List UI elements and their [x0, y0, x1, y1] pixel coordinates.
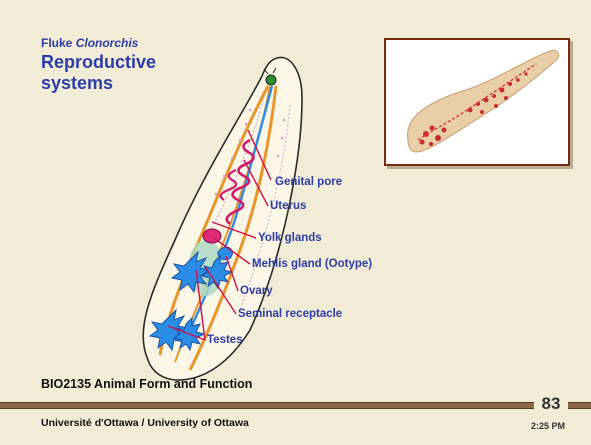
oral-sucker: [266, 75, 276, 85]
label-genital-pore: Genital pore: [275, 176, 342, 188]
page-number: 83: [534, 394, 568, 414]
slide-time: 2:25 PM: [531, 421, 565, 431]
label-ovary: Ovary: [240, 285, 273, 297]
fluke-photo: [384, 38, 570, 166]
label-yolk-glands: Yolk glands: [258, 232, 322, 244]
label-mehlis-gland: Mehlis gland (Ootype): [252, 258, 372, 270]
footer-divider: [0, 402, 591, 409]
label-uterus: Uterus: [270, 200, 306, 212]
label-seminal-receptacle: Seminal receptacle: [238, 308, 342, 320]
fluke-photo-image: [386, 40, 568, 164]
university-name: Université d'Ottawa / University of Otta…: [41, 417, 249, 429]
course-title: BIO2135 Animal Form and Function: [41, 377, 252, 391]
label-testes: Testes: [207, 334, 243, 346]
